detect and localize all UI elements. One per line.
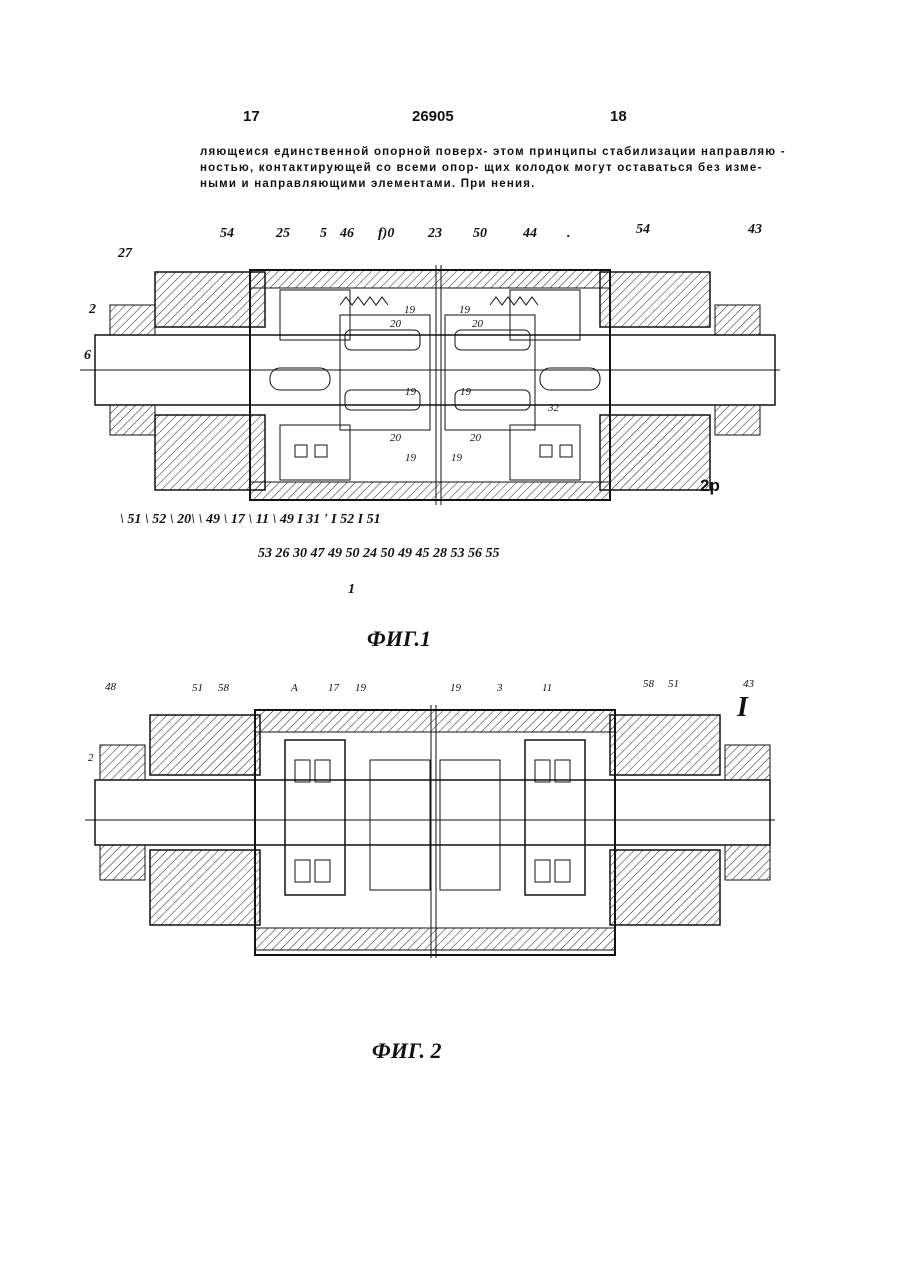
fig2-label-A-top: A [291, 682, 298, 694]
fig2-label-11: 11 [542, 682, 552, 694]
fig1-label-50: 50 [473, 226, 487, 242]
body-text-line-1: ляющеися единственной опорной поверх- эт… [200, 144, 810, 160]
fig1-label-2: 2 [89, 302, 96, 318]
figure-1-drawing [70, 250, 790, 520]
fig1-inner-32: 32 [548, 402, 559, 414]
body-text-line-2: ностью, контактирующей со всеми опор- щи… [200, 160, 810, 176]
figure-2-caption: ФИГ. 2 [372, 1038, 441, 1064]
fig1-label-row2: 53 26 30 47 49 50 24 50 49 45 28 53 56 5… [258, 546, 500, 562]
figure-1-caption: ФИГ.1 [367, 626, 431, 652]
fig1-label-25: 25 [276, 226, 290, 242]
fig1-label-46: 46 [340, 226, 354, 242]
fig1-label-5: 5 [320, 226, 327, 242]
fig2-label-48: 48 [105, 681, 116, 693]
fig1-inner-20d: 20 [470, 432, 481, 444]
fig1-inner-20b: 20 [390, 432, 401, 444]
fig1-inner-19b: 19 [459, 304, 470, 316]
fig1-label-54: 54 [220, 226, 234, 242]
fig2-label-51: 51 [192, 682, 203, 694]
fig1-label-1: 1 [348, 582, 355, 598]
fig1-inner-19e: 19 [405, 386, 416, 398]
fig1-label-23: 23 [428, 226, 442, 242]
fig2-label-58b: 58 [643, 678, 654, 690]
fig2-label-3: 3 [497, 682, 503, 694]
fig1-inner-19d: 19 [451, 452, 462, 464]
fig1-inner-19c: 19 [405, 452, 416, 464]
fig1-label-6: 6 [84, 348, 91, 364]
fig2-label-19b: 19 [450, 682, 461, 694]
fig1-label-f0: f)0 [378, 226, 394, 242]
fig2-label-17: 17 [328, 682, 339, 694]
fig1-label-27: 27 [118, 246, 132, 262]
fig2-label-51b: 51 [668, 678, 679, 690]
fig1-label-dot: . [567, 226, 571, 242]
fig2-label-58: 58 [218, 682, 229, 694]
fig2-label-2: 2 [88, 752, 94, 764]
page-number-right: 18 [610, 108, 627, 125]
page-number-left: 17 [243, 108, 260, 125]
document-number: 26905 [412, 108, 454, 125]
fig2-label-19: 19 [355, 682, 366, 694]
fig1-label-43: 43 [748, 222, 762, 238]
fig2-label-43: 43 [743, 678, 754, 690]
fig1-label-44: 44 [523, 226, 537, 242]
fig1-label-2p: 2p [700, 476, 720, 496]
fig1-inner-19f: 19 [460, 386, 471, 398]
fig1-label-54b: 54 [636, 222, 650, 238]
fig1-inner-19: 19 [404, 304, 415, 316]
fig1-label-row1: \ 51 \ 52 \ 20\ \ 49 \ 17 \ 11 \ 49 I 31… [120, 512, 381, 528]
body-text-line-3: ными и направляющими элементами. При нен… [200, 176, 810, 192]
fig2-label-I: I [737, 692, 748, 724]
fig1-inner-20c: 20 [472, 318, 483, 330]
figure-2-drawing [80, 700, 780, 960]
fig1-inner-20: 20 [390, 318, 401, 330]
